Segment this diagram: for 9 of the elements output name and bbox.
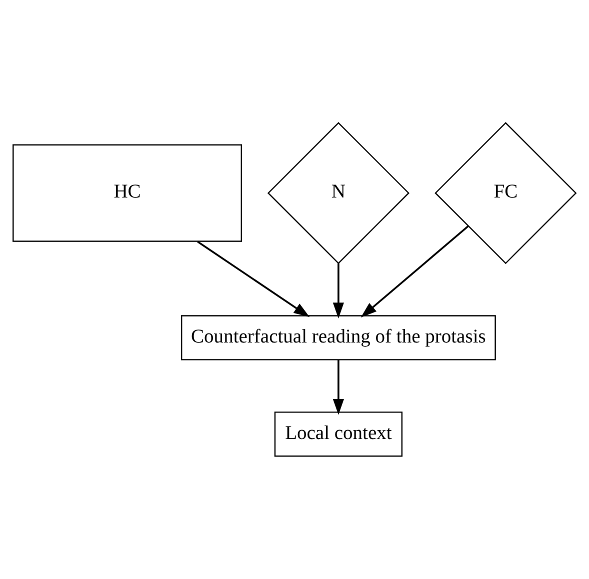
arrow <box>360 226 469 318</box>
node-diamond: N <box>267 122 410 264</box>
node-diamond: FC <box>434 122 577 264</box>
node-box: HC <box>12 144 242 242</box>
node-box: Local context <box>274 412 403 457</box>
arrow <box>332 360 344 415</box>
arrow <box>332 263 344 318</box>
arrow <box>197 240 310 318</box>
node-box: Counterfactual reading of the protasis <box>180 315 496 360</box>
